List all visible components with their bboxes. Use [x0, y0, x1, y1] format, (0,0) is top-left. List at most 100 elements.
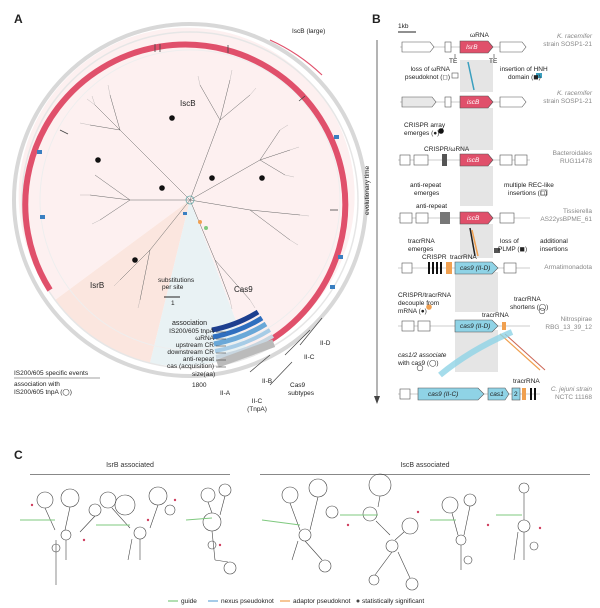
crispr-dots	[95, 115, 265, 263]
label-plmp-1: loss of	[500, 238, 519, 245]
tree-branches	[89, 79, 301, 301]
structure-5	[362, 473, 419, 591]
label-anti-repeat-1: anti-repeat	[410, 182, 442, 189]
structure-1	[36, 488, 102, 585]
label-cas12-2: with cas9 (◯)	[398, 360, 439, 367]
assoc-row-5: cas (acquisition)	[167, 363, 214, 370]
label-anti-repeat: anti-repeat	[416, 203, 448, 210]
isrb-header-rule	[30, 474, 230, 475]
locus-5-name: Armatimonadota	[544, 264, 592, 271]
label-loss-pk-1: loss of ωRNA	[410, 66, 450, 73]
subtype-ii-a: II-A	[220, 390, 231, 397]
locus-2-name: K. racemifer	[556, 90, 592, 97]
legend-guide: guide	[181, 598, 197, 605]
label-loss-pk-2: pseudoknot (◻)	[404, 74, 450, 81]
ring-markers	[37, 135, 343, 289]
panel-b-scale: 1kb	[398, 23, 409, 30]
legend-specific-events: IS200/605 specific events	[14, 370, 89, 377]
scale-label-2: per site	[162, 284, 184, 291]
assoc-row-0: IS200/605 tnpA	[169, 328, 214, 335]
locus-3-strain: RUG11478	[559, 158, 592, 165]
label-tracrrna-c: tracrRNA	[513, 378, 540, 385]
assoc-row-1: ωRNA	[195, 335, 214, 342]
structure-6	[441, 493, 477, 570]
subtype-ii-d: II-D	[320, 340, 331, 347]
locus-4-name: Tissierella	[562, 208, 592, 215]
locus-7-strain: NCTC 11168	[555, 394, 592, 401]
locus-6-strain: RBG_13_39_12	[545, 324, 592, 331]
size-value: 1800	[192, 382, 207, 389]
cas9-label: Cas9	[234, 285, 253, 294]
size-histogram	[215, 339, 276, 368]
panel-letter-b: B	[372, 12, 381, 26]
label-rec-1: multiple REC-like	[504, 182, 554, 189]
inner-ring	[39, 49, 341, 351]
label-additional-1: additional	[540, 238, 568, 245]
label-crispr-emerges-1: CRISPR array	[404, 122, 446, 129]
legend-significant-swatch	[356, 599, 360, 603]
ring-ticks	[59, 44, 338, 211]
assoc-row-3: downstream CR	[167, 349, 214, 356]
gene-cas9-7: cas9 (II-C)	[428, 391, 459, 398]
assoc-row-4: anti-repeat	[182, 356, 214, 363]
subtype-arcs	[249, 317, 323, 386]
isrb-sector	[55, 200, 190, 363]
cas9-sector	[150, 200, 248, 366]
association-legend-lines	[216, 331, 226, 368]
locus-3-name: Bacteroidales	[552, 150, 592, 157]
structure-4	[281, 478, 339, 573]
label-te1: TE	[449, 58, 458, 65]
label-shortens-2: shortens (◯)	[510, 304, 549, 311]
significant-markers	[30, 498, 542, 547]
legend-significant: statistically significant	[362, 598, 425, 605]
legend-nexus: nexus pseudoknot	[221, 598, 274, 605]
locus-row-5	[398, 261, 530, 275]
subtype-ii-c: II-C	[304, 354, 315, 361]
label-cas2: 2	[514, 391, 518, 398]
locus-row-2	[400, 95, 527, 109]
label-decouple-3: mRNA (●)	[398, 308, 427, 315]
label-crispr: CRISPR	[422, 254, 447, 261]
label-tracr-emerges-2: emerges	[408, 246, 434, 253]
label-decouple-2: decouple from	[398, 300, 440, 307]
guide-strands	[20, 514, 522, 526]
label-crispr-omega: CRISPR/ωRNA	[424, 146, 470, 153]
scale-label-1: substitutions	[158, 277, 195, 284]
iscb-label: IscB	[180, 99, 196, 108]
label-cas1: cas1	[490, 391, 504, 398]
gene-iscb-3: iscB	[467, 157, 480, 164]
locus-2-strain: strain SOSP1-21	[543, 98, 592, 105]
gene-iscb-4: iscB	[467, 215, 480, 222]
structure-3	[200, 483, 237, 575]
locus-row-4	[398, 211, 530, 225]
label-tracr-emerges-1: tracrRNA	[408, 238, 435, 245]
locus-row-6	[398, 319, 530, 333]
locus-4-strain: AS22ysBPME_61	[540, 216, 592, 223]
legend-adaptor: adaptor pseudoknot	[293, 598, 351, 605]
label-rec-2: insertions (◻)	[508, 190, 548, 197]
legend-tnpa: IS200/605 tnpA (◯)	[14, 389, 72, 396]
label-anti-repeat-2: emerges	[414, 190, 440, 197]
isrb-associated-header: IsrB associated	[106, 462, 154, 469]
association-title: association	[172, 320, 208, 327]
structure-2	[99, 486, 176, 561]
outer-ring	[12, 22, 368, 378]
assoc-row-2: upstream CR	[175, 342, 214, 349]
legend-association: association with	[14, 381, 60, 388]
gene-isrb: IsrB	[466, 44, 478, 51]
label-hnh-2: domain (◼)	[508, 74, 541, 81]
iscb-red-ring	[22, 41, 349, 348]
outer-ring-2	[21, 31, 359, 369]
structure-7	[513, 482, 539, 561]
label-shortens-1: tracrRNA	[514, 296, 541, 303]
gene-iscb-2: iscB	[467, 99, 480, 106]
gene-cas9-5: cas9 (II-D)	[460, 265, 491, 272]
iscb-large-label: IscB (large)	[292, 28, 326, 35]
cas9-subtypes-1: Cas9	[290, 382, 306, 389]
label-plmp-2: PLMP (◼)	[498, 246, 528, 253]
label-additional-2: insertions	[540, 246, 568, 253]
label-tracrrna-a: tracrRNA	[450, 254, 477, 261]
